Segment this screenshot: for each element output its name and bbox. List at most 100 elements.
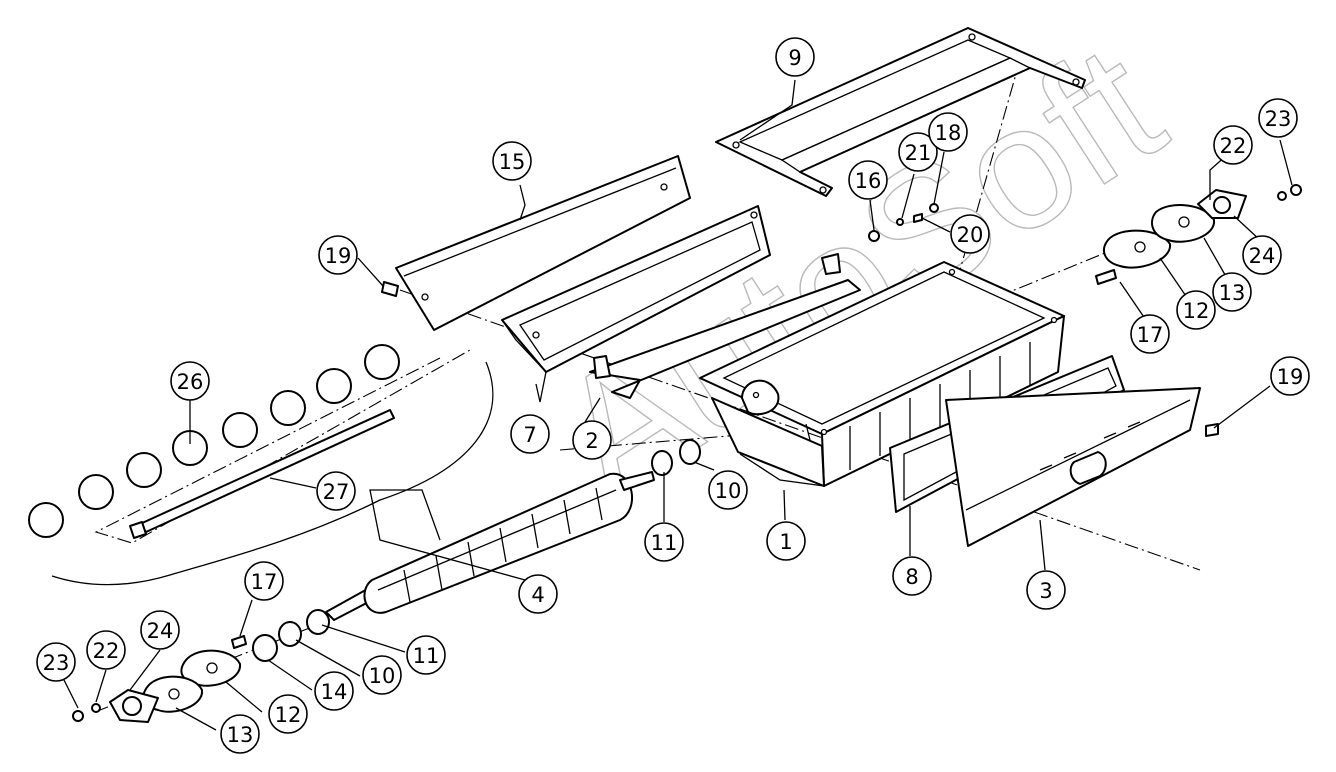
callout-label: 23: [43, 651, 70, 675]
callout-17: 17: [1130, 314, 1170, 354]
callout-circle: [708, 470, 748, 510]
callout-circle: [572, 420, 612, 460]
callout-circle: [510, 414, 550, 454]
callout-label: 24: [147, 619, 174, 643]
callout-label: 12: [1183, 299, 1210, 323]
callout-22: 22: [1213, 125, 1253, 165]
callout-circle: [1258, 98, 1298, 138]
callout-23: 23: [1258, 98, 1298, 138]
callout-label: 1: [779, 530, 792, 554]
callout-27: 27: [316, 471, 356, 511]
callout-8: 8: [892, 556, 932, 596]
callout-circle: [766, 521, 806, 561]
callout-circle: [268, 694, 308, 734]
callout-circle: [644, 522, 684, 562]
callout-circle: [1026, 570, 1066, 610]
callout-2: 2: [572, 420, 612, 460]
callout-19: 19: [318, 235, 358, 275]
callout-23: 23: [36, 642, 76, 682]
callout-label: 9: [788, 46, 801, 70]
callout-label: 24: [1249, 244, 1276, 268]
callout-circle: [1176, 290, 1216, 330]
callout-label: 11: [651, 531, 678, 555]
part-27-shaft: [129, 409, 395, 539]
hopper-outline-curve: [51, 361, 494, 586]
callout-17: 17: [244, 561, 284, 601]
callout-label: 18: [935, 121, 962, 145]
callout-4: 4: [518, 574, 558, 614]
callout-circle: [86, 630, 126, 670]
callout-circle: [170, 361, 210, 401]
callout-label: 20: [957, 223, 984, 247]
callout-label: 14: [321, 680, 348, 704]
callout-label: 10: [715, 479, 742, 503]
callout-circle: [36, 642, 76, 682]
callout-label: 21: [905, 141, 932, 165]
callout-19: 19: [1270, 356, 1310, 396]
callout-label: 22: [93, 639, 120, 663]
callout-circle: [1130, 314, 1170, 354]
callout-label: 17: [1137, 323, 1164, 347]
callout-3: 3: [1026, 570, 1066, 610]
callout-14: 14: [314, 671, 354, 711]
callout-circle: [316, 471, 356, 511]
callout-label: 17: [251, 570, 278, 594]
callout-circle: [518, 574, 558, 614]
callout-circle: [314, 671, 354, 711]
callout-16: 16: [848, 160, 888, 200]
callout-circle: [928, 112, 968, 152]
callout-22: 22: [86, 630, 126, 670]
callout-12: 12: [1176, 290, 1216, 330]
callout-13: 13: [1212, 272, 1252, 312]
callout-9: 9: [775, 37, 815, 77]
callout-label: 13: [227, 723, 254, 747]
part-3-side-panel: [945, 387, 1201, 547]
callout-11: 11: [644, 522, 684, 562]
callout-12: 12: [268, 694, 308, 734]
callout-7: 7: [510, 414, 550, 454]
callout-13: 13: [220, 714, 260, 754]
callout-circle: [318, 235, 358, 275]
callout-circle: [1212, 272, 1252, 312]
callout-circle: [220, 714, 260, 754]
rotor-washers: [651, 439, 701, 476]
callout-label: 19: [325, 244, 352, 268]
part-26-sprocket-rollers: [28, 344, 400, 538]
part-15-cover-plate: [395, 155, 691, 331]
callout-label: 2: [585, 429, 598, 453]
part-4-rotor-shaft: [325, 471, 655, 621]
callout-10: 10: [708, 470, 748, 510]
callout-label: 10: [369, 664, 396, 688]
callout-1: 1: [766, 521, 806, 561]
callout-26: 26: [170, 361, 210, 401]
callout-label: 15: [499, 150, 526, 174]
callout-label: 3: [1039, 579, 1052, 603]
callout-circle: [244, 561, 284, 601]
callout-label: 8: [905, 565, 918, 589]
callout-18: 18: [928, 112, 968, 152]
callout-circle: [1213, 125, 1253, 165]
callout-24: 24: [1242, 235, 1282, 275]
callout-10: 10: [362, 655, 402, 695]
callout-label: 13: [1219, 281, 1246, 305]
callout-label: 27: [323, 480, 350, 504]
left-bearing-assembly: [72, 609, 330, 723]
callout-20: 20: [950, 214, 990, 254]
callout-circle: [848, 160, 888, 200]
part-2-angle-bar: [589, 253, 861, 399]
callout-circle: [140, 610, 180, 650]
callout-label: 16: [855, 169, 882, 193]
callout-circle: [1242, 235, 1282, 275]
callout-circle: [492, 141, 532, 181]
callout-circle: [362, 655, 402, 695]
part-1-main-housing: [699, 261, 1065, 487]
callout-label: 23: [1265, 107, 1292, 131]
callout-label: 7: [523, 423, 536, 447]
callout-circle: [406, 635, 446, 675]
callout-11: 11: [406, 635, 446, 675]
callout-label: 12: [275, 703, 302, 727]
callout-label: 4: [531, 583, 544, 607]
